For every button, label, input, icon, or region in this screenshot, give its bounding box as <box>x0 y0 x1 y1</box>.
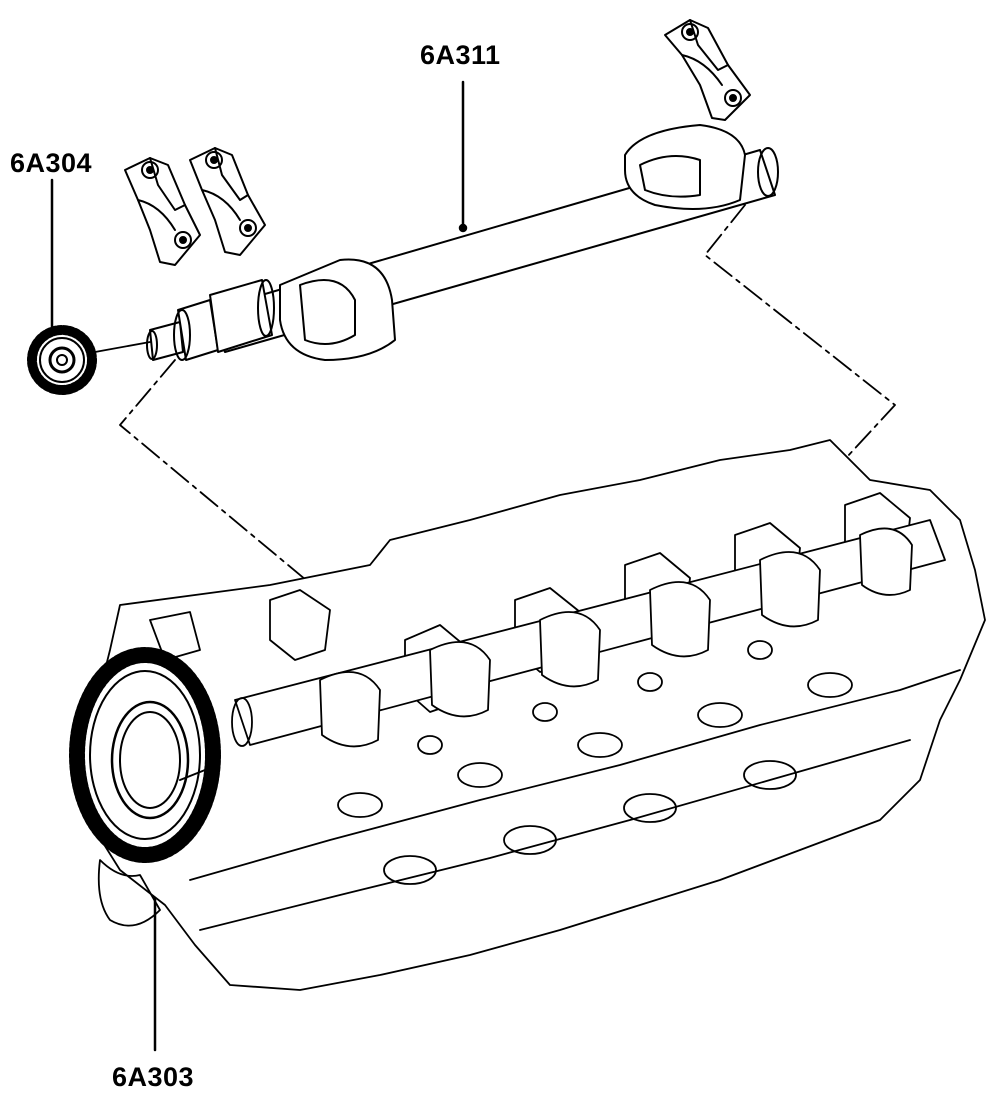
small-gear-6A304 <box>27 325 151 395</box>
large-gear-6A303 <box>69 647 221 863</box>
callout-camshaft: 6A311 <box>420 40 501 70</box>
callout-small-gear: 6A304 <box>10 148 93 178</box>
port-details <box>337 640 853 885</box>
bearing-cap-3 <box>664 19 751 121</box>
alignment-lines <box>119 204 896 601</box>
bearing-caps <box>124 19 751 266</box>
callout-large-gear: 6A303 <box>112 1062 195 1092</box>
align-right <box>704 204 896 471</box>
leader-dot-6A311 <box>458 223 468 233</box>
bearing-cap-1 <box>124 157 201 266</box>
align-left <box>119 359 331 601</box>
cylinder-head <box>84 439 986 991</box>
camshaft-6A311 <box>146 124 779 361</box>
bearing-cap-2 <box>189 147 266 256</box>
